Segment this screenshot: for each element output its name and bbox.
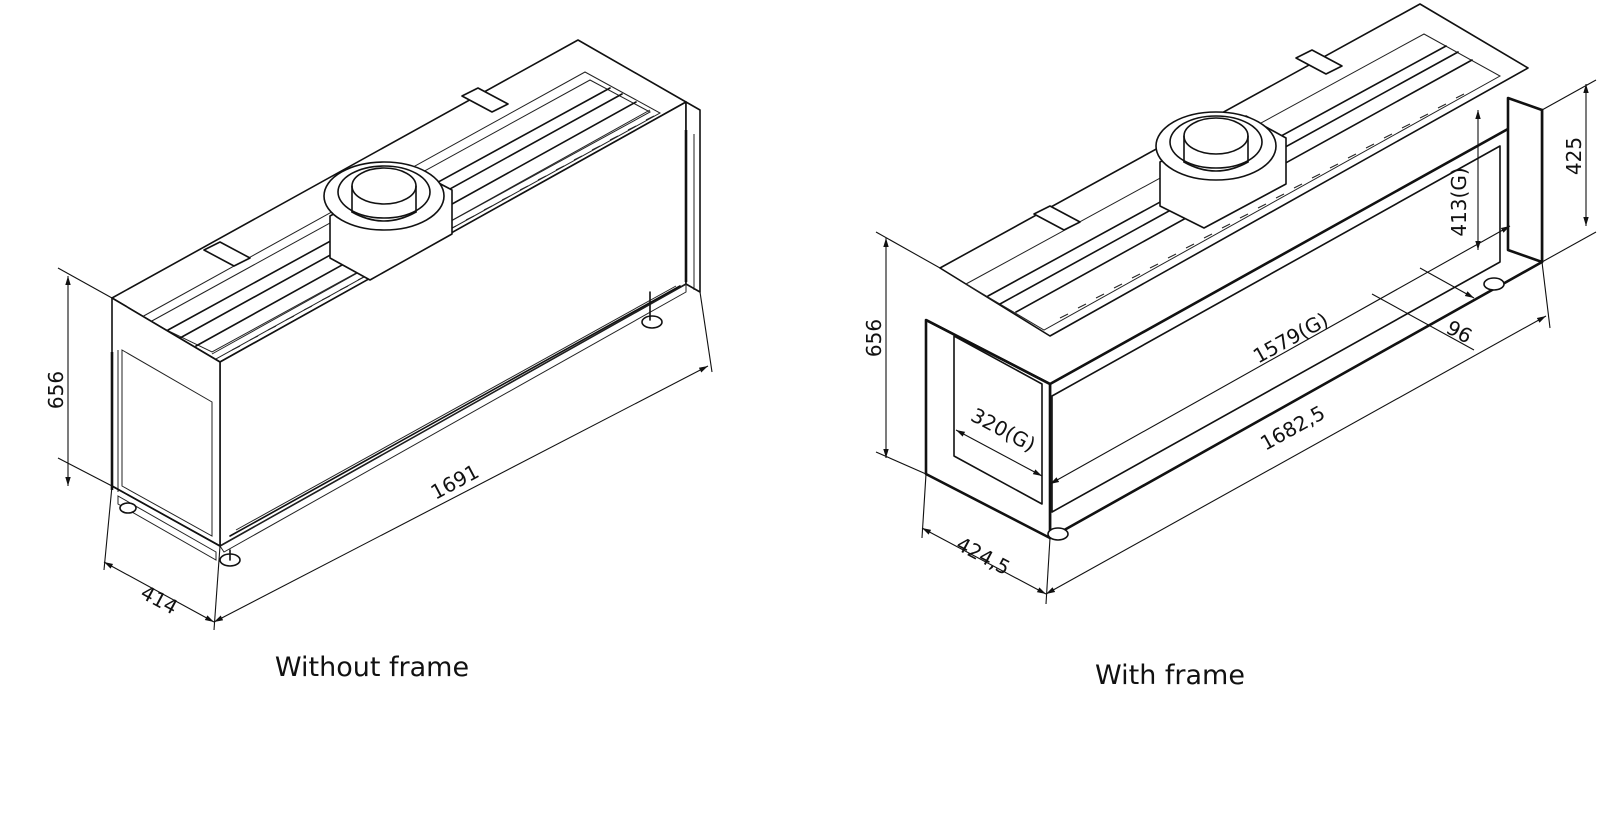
dimension-label-frame-offset: 96 [1442,315,1476,348]
dimension-height: 656 [44,267,113,487]
fireplace-body [110,39,701,567]
dimension-label-depth: 414 [137,580,182,619]
flue-collar [323,161,453,281]
dimension-label-height: 656 [44,371,68,409]
dimension-glass-height: 413(G) [1447,110,1481,250]
dimension-label-depth-framed: 424,5 [952,532,1014,580]
caption-without-frame: Without frame [275,652,469,683]
fireplace-body-framed [924,3,1544,541]
dimension-label-glass-height: 413(G) [1447,167,1471,236]
dimension-label-frame-height: 425 [1562,137,1586,175]
caption-with-frame: With frame [1095,660,1245,691]
flue-collar-framed [1155,111,1287,229]
view-with-frame: 656 424,5 1682,5 1579(G) 320(G) 413(G) [862,3,1597,691]
view-without-frame: 656 414 1691 Without frame [44,39,713,683]
dimension-frame-height: 425 [1541,79,1597,263]
dimension-height-framed: 656 [862,231,941,475]
dimension-label-height-framed: 656 [862,319,886,357]
